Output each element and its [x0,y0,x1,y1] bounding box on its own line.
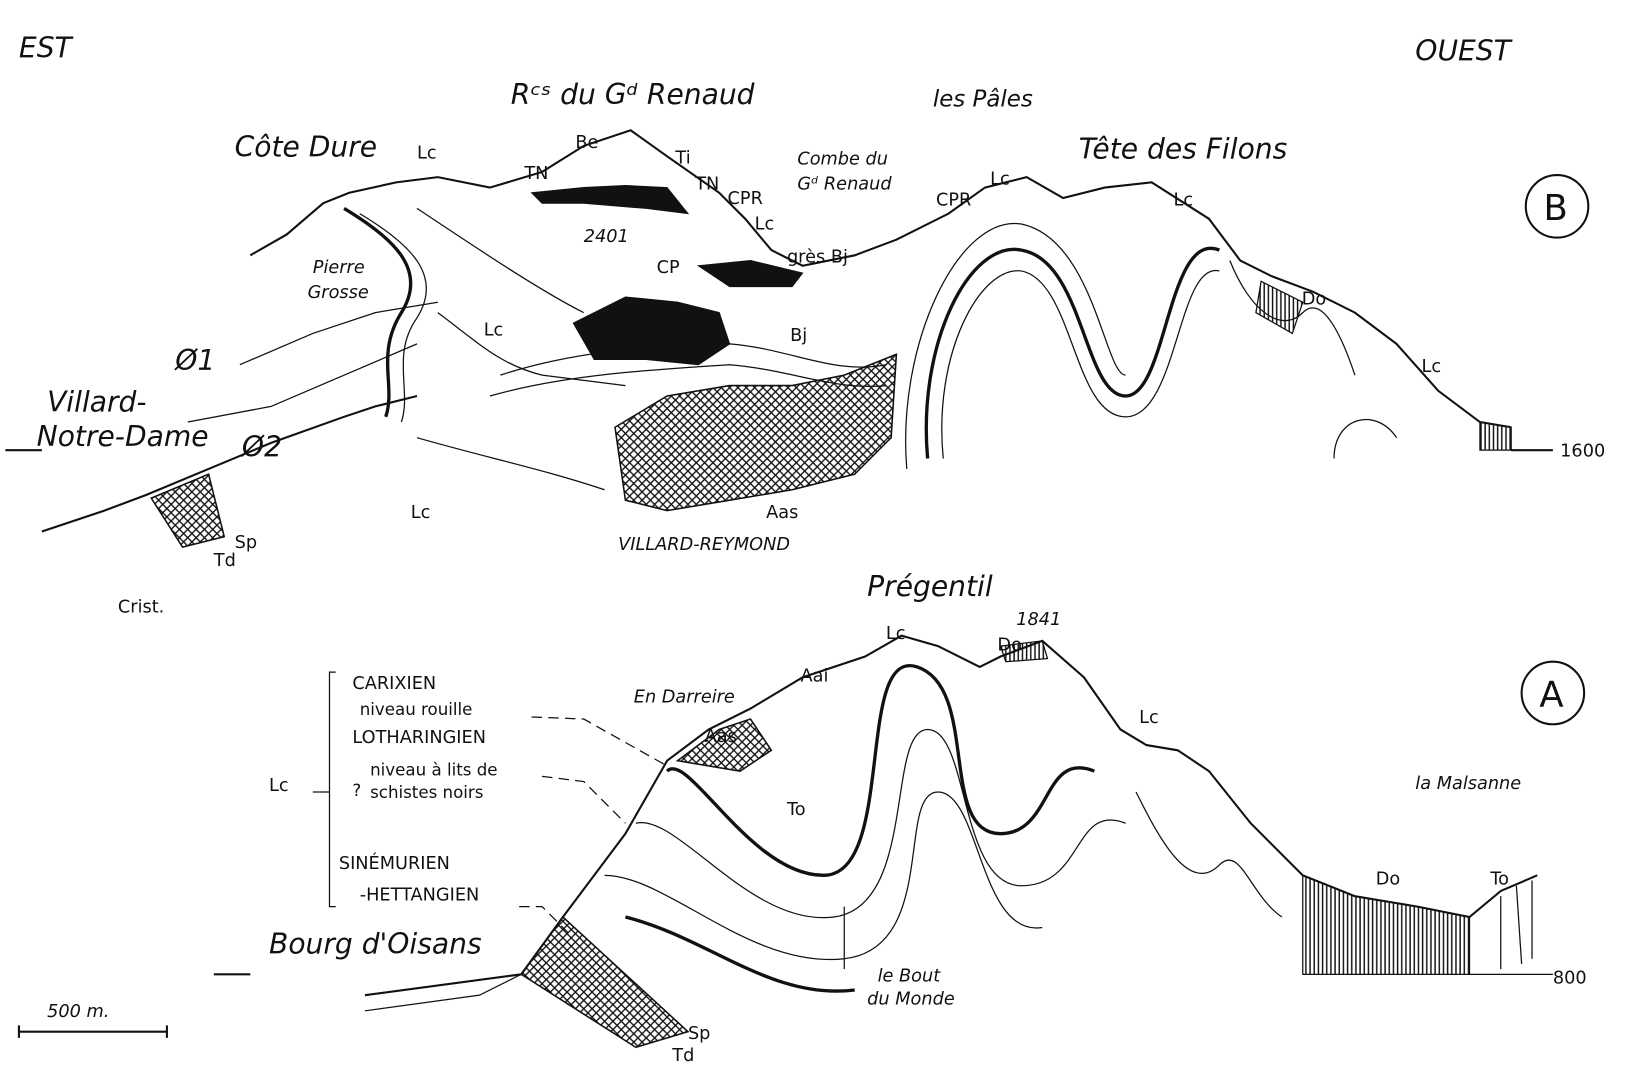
section-a-labels: Prégentil 1841 En Darreire la Malsanne B… [47,570,1587,1065]
unit-aas: Aas [766,503,798,523]
legend-hettangien: -HETTANGIEN [360,885,480,905]
unit-to: To [1489,870,1509,890]
unit-do: Do [1376,870,1400,890]
svg-text:A: A [1539,675,1563,716]
unit-aas: Aas [705,727,737,747]
altitude-800: 800 [1553,969,1587,989]
label-1841: 1841 [1016,610,1061,630]
legend-niveau-rouille: niveau rouille [360,700,473,719]
unit-lc: Lc [484,321,504,341]
label-en-darreire: En Darreire [634,687,735,707]
label-pregentil: Prégentil [867,570,993,603]
label-ouest: OUEST [1415,34,1512,67]
unit-td: Td [671,1046,694,1065]
label-combe-1: Combe du [797,150,888,170]
unit-lc: Lc [417,143,437,163]
legend-niveau-lits-1: niveau à lits de [370,760,497,779]
unit-cpr: CPR [728,189,763,209]
label-cote-dure: Côte Dure [235,130,377,163]
unit-sp: Sp [688,1024,710,1044]
label-malsanne: la Malsanne [1415,774,1521,794]
legend-lc: Lc [269,776,289,796]
badge-a: A [1520,660,1586,726]
unit-lc: Lc [755,214,775,234]
legend-lotharingien: LOTHARINGIEN [352,728,486,748]
badge-b: B [1524,174,1590,239]
unit-aai: Aai [800,667,828,687]
label-bout-2: du Monde [867,990,955,1010]
unit-ti: Ti [674,149,690,169]
unit-do: Do [997,635,1021,655]
unit-be: Be [575,133,598,153]
legend-sinemurien: SINÉMURIEN [339,852,450,874]
section-a-profile [17,634,1553,1049]
unit-gres-bj: grès Bj [787,248,848,268]
unit-phi1: Ø1 [174,344,215,377]
unit-tn: TN [523,164,548,184]
unit-lc: Lc [990,169,1010,189]
label-combe-2: Gᵈ Renaud [797,175,892,195]
unit-lc: Lc [1422,357,1442,377]
section-b-profile [5,129,1553,548]
unit-lc: Lc [1139,708,1159,728]
label-villard-nd-1: Villard- [47,386,146,419]
label-bout-1: le Bout [878,967,942,987]
legend-question: ? [352,781,361,800]
label-villard-nd-2: Notre-Dame [37,420,209,453]
label-villard-reymond: VILLARD-REYMOND [618,535,790,555]
unit-tn: TN [694,175,719,195]
label-bourg-doisans: Bourg d'Oisans [269,927,482,960]
unit-lc: Lc [886,624,906,644]
label-2401: 2401 [584,227,629,247]
label-pierre-2: Grosse [308,283,369,303]
svg-text:B: B [1543,188,1567,229]
section-b-labels: EST OUEST Rᶜˢ du Gᵈ Renaud les Pâles Côt… [19,31,1605,617]
scale-bar-label: 500 m. [47,1002,109,1022]
label-tete-filons: Tête des Filons [1079,132,1288,165]
label-renaud: Rᶜˢ du Gᵈ Renaud [511,78,755,111]
unit-td: Td [213,551,236,571]
altitude-1600: 1600 [1560,441,1605,461]
unit-cpr: CPR [936,190,971,210]
label-pales: les Pâles [933,86,1033,112]
unit-crist: Crist. [118,598,164,618]
legend-niveau-lits-2: schistes noirs [370,783,483,802]
label-pierre-1: Pierre [313,258,365,278]
unit-bj: Bj [790,326,807,346]
unit-lc: Lc [1174,190,1194,210]
stratigraphic-legend: Lc CARIXIEN niveau rouille LOTHARINGIEN … [269,674,498,906]
unit-to: To [786,800,806,820]
unit-sp: Sp [235,533,257,553]
legend-carixien: CARIXIEN [352,674,436,694]
unit-lc: Lc [411,503,431,523]
unit-do: Do [1302,289,1326,309]
label-est: EST [19,31,74,64]
unit-cp: CP [657,258,680,278]
unit-phi2: Ø2 [241,430,282,463]
